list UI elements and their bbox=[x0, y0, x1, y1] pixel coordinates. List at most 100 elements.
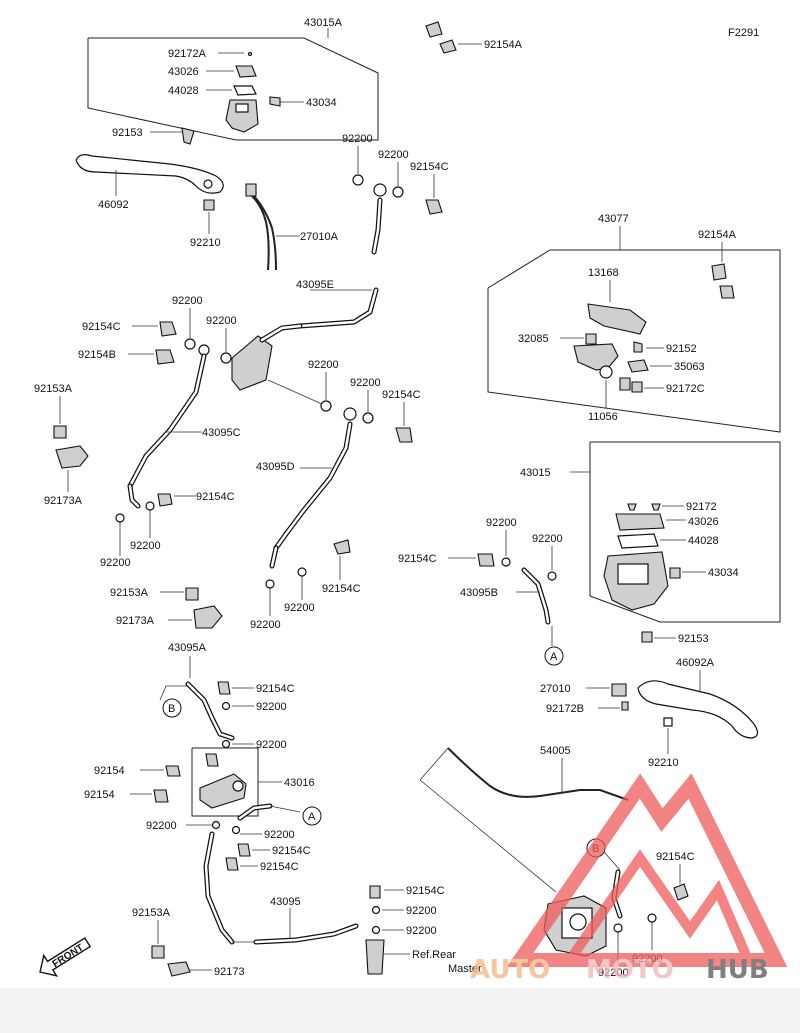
label-92154c-d: 92154C bbox=[196, 491, 235, 503]
hose-43095e: 92200 92200 92154C 43095E bbox=[296, 133, 449, 329]
label-92154-a: 92154 bbox=[94, 765, 125, 777]
clamp-92173a-lower: 92153A 92173A bbox=[110, 587, 223, 629]
label-43095e: 43095E bbox=[296, 279, 334, 291]
bottom-noise-band bbox=[0, 988, 800, 1033]
brake-switch-27010a: 27010A bbox=[245, 183, 339, 271]
label-92153: 92153 bbox=[112, 127, 143, 139]
clamp-92173-bottom: 92153A 92173 bbox=[132, 907, 245, 978]
clamp-92173a-upper: 92153A 92173A bbox=[34, 383, 89, 507]
label-92200-t: 92200 bbox=[598, 967, 629, 979]
label-92200-d: 92200 bbox=[206, 315, 237, 327]
label-92200-g: 92200 bbox=[100, 557, 131, 569]
label-43095d: 43095D bbox=[256, 461, 295, 473]
label-92154-b: 92154 bbox=[84, 789, 115, 801]
label-92200-l: 92200 bbox=[532, 533, 563, 545]
label-43015: 43015 bbox=[520, 467, 551, 479]
label-46092: 46092 bbox=[98, 199, 129, 211]
label-92200-h: 92200 bbox=[130, 540, 161, 552]
label-92152: 92152 bbox=[666, 343, 697, 355]
hose-43095c: 92200 92200 92154C 92154B 43095C 92154C … bbox=[78, 295, 303, 569]
figure-code: F2291 bbox=[728, 27, 759, 39]
label-43015a: 43015A bbox=[304, 17, 343, 29]
label-92200-j: 92200 bbox=[250, 619, 281, 631]
master-cylinder-kit-43015: 43015 92172 43026 44028 43034 bbox=[520, 441, 781, 623]
hose-43095a-and-valve-43016: 43095A B 92154C 92200 92200 43016 92154 … bbox=[84, 642, 322, 826]
label-92172b: 92172B bbox=[546, 703, 584, 715]
label-27010a: 27010A bbox=[300, 231, 339, 243]
label-92200-k: 92200 bbox=[486, 517, 517, 529]
callout-b-left-text: B bbox=[168, 703, 175, 715]
label-92153a-c: 92153A bbox=[132, 907, 171, 919]
label-92154c-h: 92154C bbox=[272, 845, 311, 857]
label-92153a-a: 92153A bbox=[34, 383, 73, 395]
lever-46092: 92153 46092 92210 bbox=[75, 127, 224, 249]
label-43077: 43077 bbox=[598, 213, 629, 225]
label-92200-i: 92200 bbox=[284, 602, 315, 614]
label-ref-rear: Ref.Rear bbox=[412, 949, 456, 961]
bolts-92154a-top: 92154A bbox=[425, 21, 523, 54]
label-27010: 27010 bbox=[540, 683, 571, 695]
label-92200-n: 92200 bbox=[256, 739, 287, 751]
label-35063: 35063 bbox=[674, 361, 705, 373]
hose-43095: 92200 92200 92154C 92154C 43095 92154C 9… bbox=[146, 820, 482, 975]
hose-43095d: 92200 92200 92154C 43095D 92200 92200 92… bbox=[250, 359, 421, 631]
label-92154a-top: 92154A bbox=[484, 39, 523, 51]
label-92154c-k: 92154C bbox=[406, 885, 445, 897]
label-54005: 54005 bbox=[540, 745, 571, 757]
label-92154c-j: 92154C bbox=[656, 851, 695, 863]
watermark-auto: AUTO bbox=[470, 955, 550, 985]
label-92173a-b: 92173A bbox=[116, 615, 155, 627]
callout-a-right bbox=[544, 646, 564, 666]
callout-b-left bbox=[162, 698, 182, 718]
watermark-hub: HUB bbox=[706, 955, 769, 985]
label-43034-b: 43034 bbox=[708, 567, 739, 579]
label-43026-a: 43026 bbox=[168, 66, 199, 78]
label-92200-o: 92200 bbox=[146, 820, 177, 832]
label-92154c-b: 92154C bbox=[82, 321, 121, 333]
label-92154c-c: 92154C bbox=[382, 389, 421, 401]
label-32085: 32085 bbox=[518, 333, 549, 345]
label-92173a-a: 92173A bbox=[44, 495, 83, 507]
label-92154c-e: 92154C bbox=[322, 583, 361, 595]
label-master: Master bbox=[448, 963, 482, 975]
label-92154a-right: 92154A bbox=[698, 229, 737, 241]
label-92200-b: 92200 bbox=[378, 149, 409, 161]
label-92200-e: 92200 bbox=[308, 359, 339, 371]
label-92173: 92173 bbox=[214, 966, 245, 978]
label-46092a: 46092A bbox=[676, 657, 715, 669]
watermark-moto: MOTO bbox=[586, 955, 674, 985]
label-92200-a: 92200 bbox=[342, 133, 373, 145]
label-43095b: 43095B bbox=[460, 587, 498, 599]
label-92154c-i: 92154C bbox=[260, 861, 299, 873]
label-43095a: 43095A bbox=[168, 642, 207, 654]
cable-54005: 54005 bbox=[419, 745, 629, 893]
label-43095: 43095 bbox=[270, 896, 301, 908]
label-92172c: 92172C bbox=[666, 383, 705, 395]
label-92200-f: 92200 bbox=[350, 377, 381, 389]
label-92200-m: 92200 bbox=[256, 701, 287, 713]
label-43016: 43016 bbox=[284, 777, 315, 789]
label-92172a: 92172A bbox=[168, 48, 207, 60]
callout-a-left bbox=[302, 806, 322, 826]
label-92200-r: 92200 bbox=[406, 925, 437, 937]
label-44028-a: 44028 bbox=[168, 85, 199, 97]
label-92172: 92172 bbox=[686, 501, 717, 513]
label-43095c: 43095C bbox=[202, 427, 241, 439]
watermark-logo: AUTO MOTO HUB bbox=[470, 773, 788, 985]
label-92153-right: 92153 bbox=[678, 633, 709, 645]
label-11056: 11056 bbox=[588, 411, 618, 423]
hose-43095b: 92200 92200 92154C 43095B A bbox=[398, 517, 564, 666]
label-44028-b: 44028 bbox=[688, 535, 719, 547]
label-43034-a: 43034 bbox=[306, 97, 337, 109]
label-92200-c: 92200 bbox=[172, 295, 203, 307]
label-92153a-b: 92153A bbox=[110, 587, 149, 599]
callout-a-right-text: A bbox=[550, 651, 558, 663]
label-92200-p: 92200 bbox=[264, 829, 295, 841]
lever-46092a: 92153 46092A 27010 92172B 92210 bbox=[540, 631, 759, 769]
master-cylinder-kit-43015a: 43015A 92172A 43026 44028 43034 bbox=[87, 17, 379, 141]
label-92154c-a: 92154C bbox=[410, 161, 449, 173]
label-92154b: 92154B bbox=[78, 349, 116, 361]
label-92154c-g: 92154C bbox=[256, 683, 295, 695]
front-direction-arrow: FRONT bbox=[39, 937, 92, 977]
